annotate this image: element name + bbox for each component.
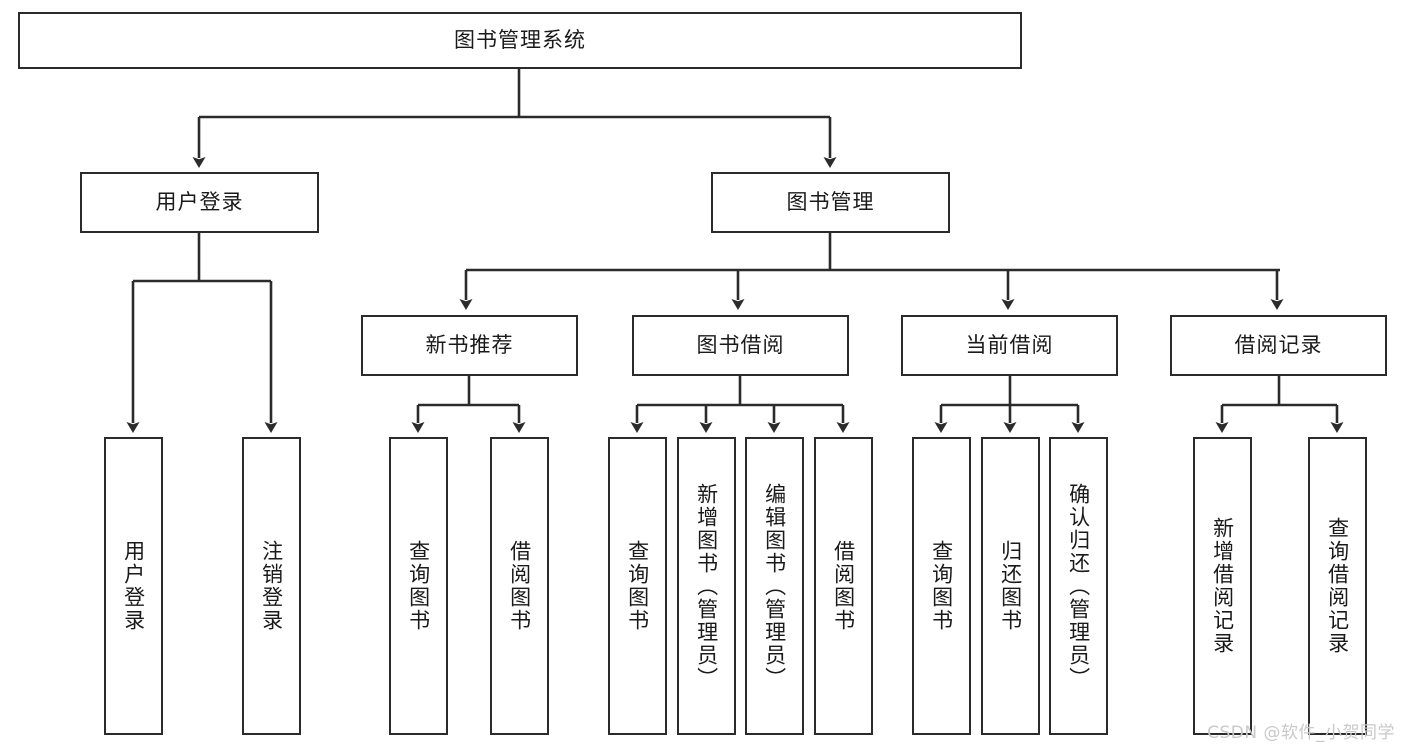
csdn-watermark: CSDN @软件_小贺同学 <box>1207 723 1395 743</box>
leaf-borrow-edit-book-admin[interactable]: 编辑图书（管理员） <box>745 437 804 735</box>
node-label: 用户登录 <box>155 189 244 214</box>
node-label: 查询图书 <box>625 540 650 632</box>
node-label: 当前借阅 <box>965 332 1054 357</box>
leaf-current-confirm-return-admin[interactable]: 确认归还（管理员） <box>1049 437 1108 735</box>
leaf-borrow-borrow-book[interactable]: 借阅图书 <box>814 437 873 735</box>
node-label: 注销登录 <box>259 540 284 632</box>
leaf-user-login-logout[interactable]: 注销登录 <box>242 437 301 735</box>
node-label: 编辑图书（管理员） <box>762 482 787 690</box>
leaf-current-query-book[interactable]: 查询图书 <box>912 437 971 735</box>
leaf-borrow-query-book[interactable]: 查询图书 <box>608 437 667 735</box>
node-label: 用户登录 <box>121 540 146 632</box>
node-label: 归还图书 <box>998 540 1023 632</box>
node-label: 借阅记录 <box>1234 332 1323 357</box>
leaf-current-return-book[interactable]: 归还图书 <box>981 437 1040 735</box>
node-book-management[interactable]: 图书管理 <box>711 172 950 233</box>
node-label: 新书推荐 <box>425 332 514 357</box>
node-user-login[interactable]: 用户登录 <box>80 172 319 233</box>
node-label: 借阅图书 <box>507 540 532 632</box>
leaf-record-query-record[interactable]: 查询借阅记录 <box>1308 437 1367 735</box>
leaf-user-login-login[interactable]: 用户登录 <box>104 437 163 735</box>
node-current-borrow[interactable]: 当前借阅 <box>901 315 1118 376</box>
leaf-recommend-borrow-book[interactable]: 借阅图书 <box>490 437 549 735</box>
node-label: 查询图书 <box>929 540 954 632</box>
node-book-borrow[interactable]: 图书借阅 <box>632 315 849 376</box>
node-label: 新增图书（管理员） <box>694 482 719 690</box>
node-label: 确认归还（管理员） <box>1066 482 1091 690</box>
node-label: 图书借阅 <box>696 332 785 357</box>
node-label: 图书管理 <box>786 189 875 214</box>
node-new-book-recommend[interactable]: 新书推荐 <box>361 315 578 376</box>
node-borrow-record[interactable]: 借阅记录 <box>1170 315 1387 376</box>
node-label: 图书管理系统 <box>454 27 586 52</box>
node-label: 借阅图书 <box>831 540 856 632</box>
leaf-borrow-add-book-admin[interactable]: 新增图书（管理员） <box>677 437 736 735</box>
leaf-recommend-query-book[interactable]: 查询图书 <box>389 437 448 735</box>
node-label: 新增借阅记录 <box>1210 517 1235 655</box>
node-label: 查询借阅记录 <box>1325 517 1350 655</box>
leaf-record-add-record[interactable]: 新增借阅记录 <box>1193 437 1252 735</box>
node-label: 查询图书 <box>406 540 431 632</box>
node-root-system[interactable]: 图书管理系统 <box>18 12 1022 69</box>
